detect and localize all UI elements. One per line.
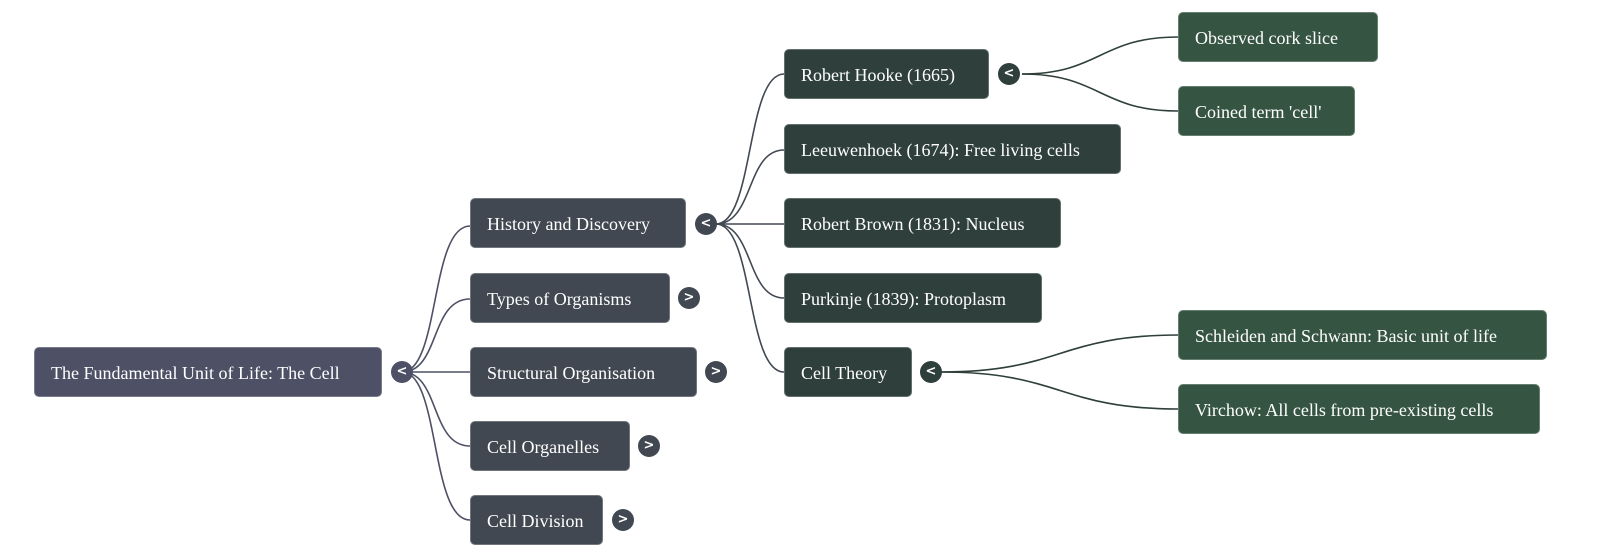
node-cell-organelles[interactable]: Cell Organelles (470, 421, 630, 471)
collapse-icon[interactable]: < (695, 213, 717, 235)
edge (401, 225, 471, 373)
node-cell-division[interactable]: Cell Division (470, 495, 603, 545)
node-schleiden-schwann[interactable]: Schleiden and Schwann: Basic unit of lif… (1178, 310, 1547, 360)
node-history-and-discovery[interactable]: History and Discovery (470, 198, 686, 248)
edge (715, 223, 785, 299)
collapse-icon[interactable]: < (998, 63, 1020, 85)
expand-icon[interactable]: > (705, 361, 727, 383)
node-robert-hooke[interactable]: Robert Hooke (1665) (784, 49, 989, 99)
expand-icon[interactable]: > (678, 287, 700, 309)
expand-icon[interactable]: > (612, 509, 634, 531)
edge (715, 223, 785, 373)
node-types-of-organisms[interactable]: Types of Organisms (470, 273, 670, 323)
collapse-icon[interactable]: < (391, 361, 413, 383)
edge (941, 334, 1179, 373)
node-robert-brown[interactable]: Robert Brown (1831): Nucleus (784, 198, 1061, 248)
node-coined-term-cell[interactable]: Coined term 'cell' (1178, 86, 1355, 136)
node-observed-cork-slice[interactable]: Observed cork slice (1178, 12, 1378, 62)
edge (401, 371, 471, 521)
edge (715, 73, 785, 225)
node-cell-theory[interactable]: Cell Theory (784, 347, 912, 397)
edge (941, 371, 1179, 410)
expand-icon[interactable]: > (638, 435, 660, 457)
collapse-icon[interactable]: < (920, 361, 942, 383)
node-leeuwenhoek[interactable]: Leeuwenhoek (1674): Free living cells (784, 124, 1121, 174)
edge (1021, 73, 1179, 112)
node-virchow[interactable]: Virchow: All cells from pre-existing cel… (1178, 384, 1540, 434)
edge (401, 371, 471, 447)
node-structural-organisation[interactable]: Structural Organisation (470, 347, 697, 397)
edge (1021, 36, 1179, 75)
edge (715, 149, 785, 225)
root-node[interactable]: The Fundamental Unit of Life: The Cell (34, 347, 382, 397)
node-purkinje[interactable]: Purkinje (1839): Protoplasm (784, 273, 1042, 323)
edge (401, 298, 471, 373)
